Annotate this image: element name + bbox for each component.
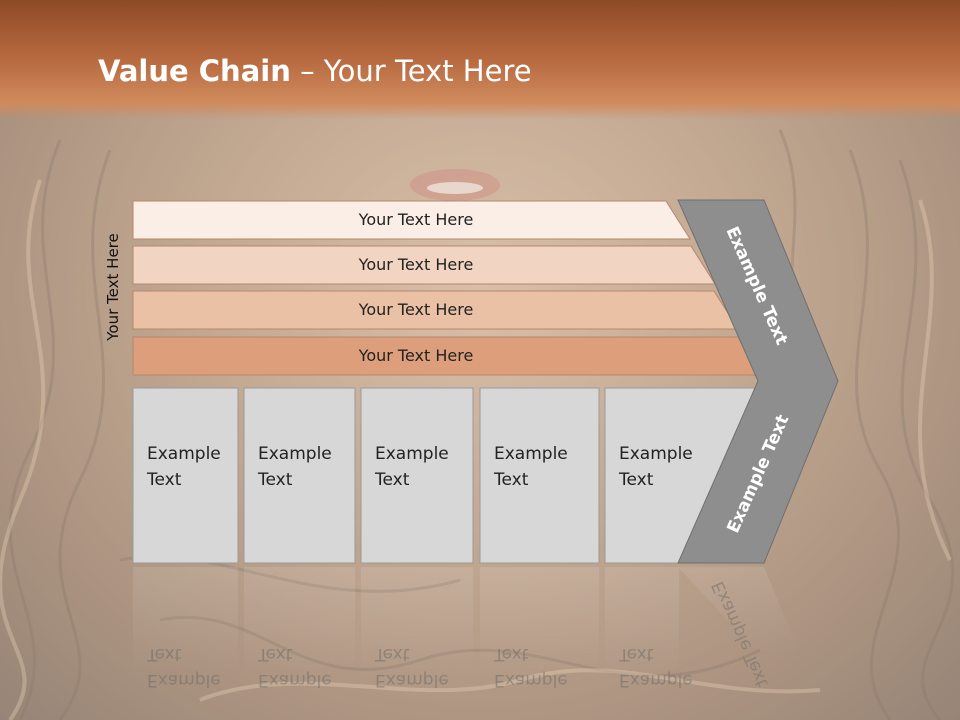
row-1-label: Your Text Here bbox=[358, 210, 474, 229]
box-3 bbox=[360, 387, 474, 564]
row-4-label: Your Text Here bbox=[358, 346, 474, 365]
box-4-line1: Example bbox=[494, 444, 568, 464]
title-rest: – Your Text Here bbox=[290, 54, 532, 88]
box-reflection-shape bbox=[480, 567, 599, 677]
box-reflection-line2: Text bbox=[146, 644, 182, 664]
slide-title: Value Chain – Your Text Here bbox=[98, 54, 532, 88]
box-5-line2: Text bbox=[618, 470, 654, 490]
box-3-reflection: Example Text bbox=[361, 567, 473, 690]
row-3-label: Your Text Here bbox=[358, 300, 474, 319]
box-2-reflection: Example Text bbox=[244, 567, 355, 690]
box-reflection-line1: Example bbox=[375, 670, 449, 690]
box-4-reflection: Example Text bbox=[480, 567, 599, 690]
arrow-reflection: Example Text bbox=[678, 567, 800, 690]
box-5-line1: Example bbox=[619, 444, 693, 464]
box-1-reflection: Example Text bbox=[133, 567, 238, 690]
row-1-bar bbox=[132, 200, 691, 240]
box-reflection-shape bbox=[361, 567, 473, 677]
box-reflection-line2: Text bbox=[493, 644, 529, 664]
chevron-arrow bbox=[677, 199, 839, 564]
title-bar bbox=[0, 0, 960, 120]
box-reflection-line2: Text bbox=[618, 644, 654, 664]
arrow-reflection-shape bbox=[678, 567, 800, 655]
box-1-line2: Text bbox=[146, 470, 182, 490]
box-1-line1: Example bbox=[147, 444, 221, 464]
box-reflection-line1: Example bbox=[494, 670, 568, 690]
box-reflection-line1: Example bbox=[619, 670, 693, 690]
box-reflection-line2: Text bbox=[374, 644, 410, 664]
box-reflection-shape bbox=[605, 567, 679, 677]
box-reflection-shape bbox=[133, 567, 238, 677]
box-4-line2: Text bbox=[493, 470, 529, 490]
box-2-line1: Example bbox=[258, 444, 332, 464]
box-1 bbox=[132, 387, 239, 564]
box-reflection-line2: Text bbox=[257, 644, 293, 664]
row-2-label: Your Text Here bbox=[358, 255, 474, 274]
box-3-line2: Text bbox=[374, 470, 410, 490]
box-reflection-shape bbox=[244, 567, 355, 677]
box-2 bbox=[243, 387, 356, 564]
box-reflection-line1: Example bbox=[147, 670, 221, 690]
title-bold: Value Chain bbox=[98, 54, 291, 88]
box-4 bbox=[479, 387, 600, 564]
box-reflection-line1: Example bbox=[258, 670, 332, 690]
box-2-line2: Text bbox=[257, 470, 293, 490]
box-5-reflection: Example Text bbox=[605, 567, 693, 690]
box-3-line1: Example bbox=[375, 444, 449, 464]
